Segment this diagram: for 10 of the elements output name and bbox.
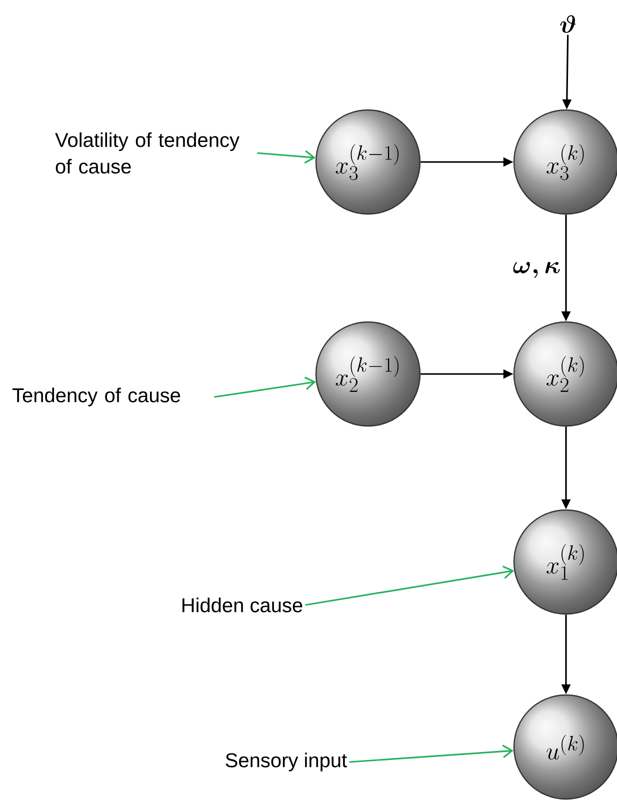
leader-arrow (305, 566, 514, 606)
edge-label: $\omega, \kappa$ (512, 261, 562, 279)
leader-text: Volatility of tendency of cause (55, 132, 240, 174)
leader-text: Tendency of cause (12, 388, 180, 406)
leader-arrow (257, 150, 316, 164)
leader-arrow (214, 376, 316, 398)
parameter-symbol: $\vartheta$ (560, 15, 576, 33)
leader-text: Sensory input (226, 752, 347, 772)
leader-arrow (349, 744, 514, 763)
leader-text: Hidden cause (182, 598, 302, 612)
